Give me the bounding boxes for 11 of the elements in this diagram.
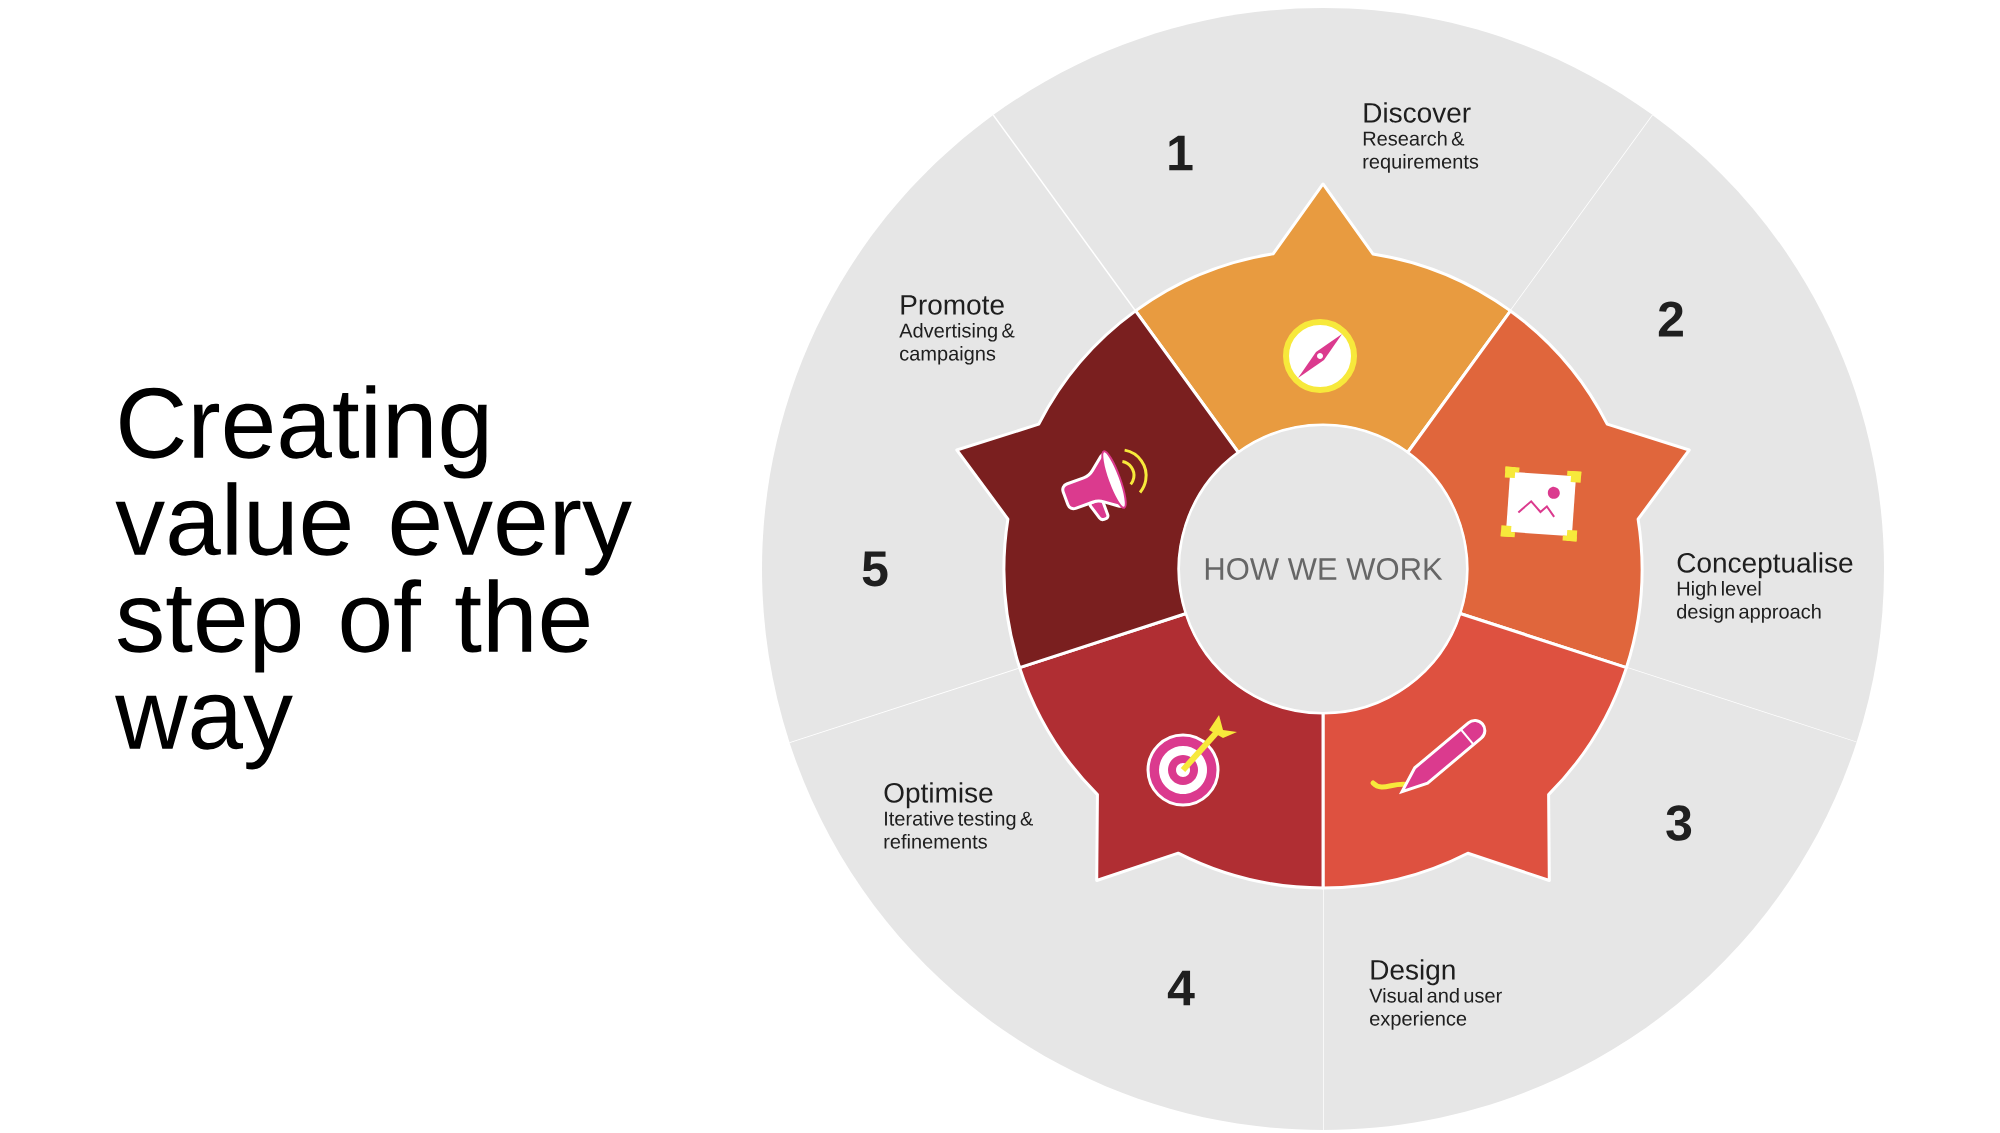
step-number: 2 (1658, 301, 1683, 337)
step-label: Promote Advertising & campaigns (899, 295, 1015, 365)
step-number: 3 (1666, 805, 1692, 841)
title: Creating value every step of the way (115, 385, 632, 770)
step-number: 4 (1167, 970, 1195, 1006)
step-number: 1 (1169, 135, 1193, 171)
step-label: Optimise Iterative testing & refinements (884, 782, 1033, 849)
step-label: Discover Research & requirements (1363, 102, 1479, 173)
step-label: Conceptualise High level design approach (1677, 552, 1853, 623)
step-label: Design Visual and user experience (1369, 959, 1502, 1030)
step-number: 5 (862, 551, 888, 587)
